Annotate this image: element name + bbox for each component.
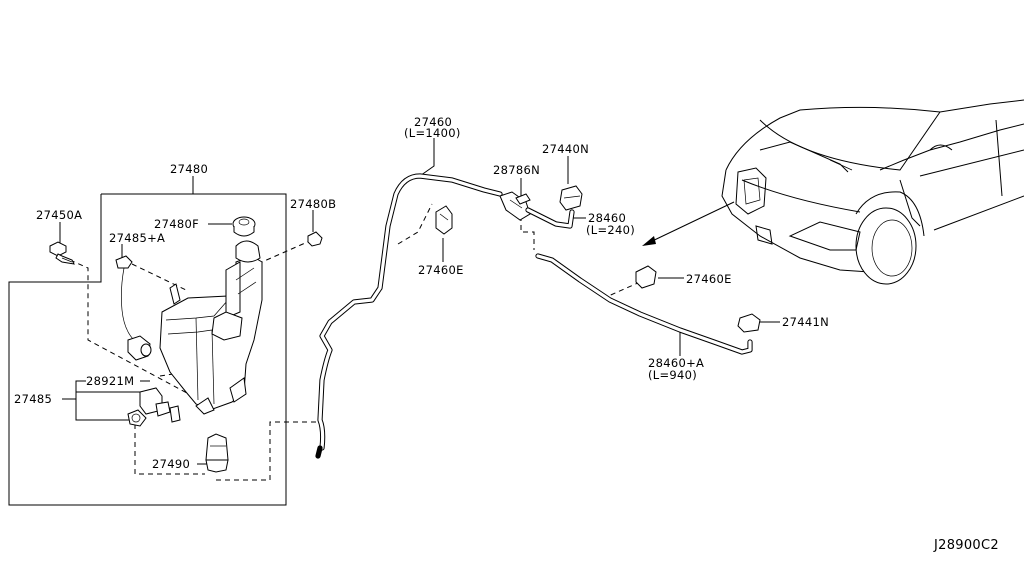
label-27450a: 27450A bbox=[36, 208, 82, 222]
label-28460a: 28460+A bbox=[648, 356, 704, 370]
label-27480f: 27480F bbox=[154, 217, 199, 231]
dashed-connections bbox=[69, 203, 641, 481]
label-27460e-upper: 27460E bbox=[418, 263, 464, 277]
label-27440n: 27440N bbox=[542, 142, 589, 156]
washer-nozzle bbox=[559, 185, 583, 211]
bolt bbox=[49, 241, 75, 265]
leader-lines bbox=[59, 138, 780, 465]
label-28460-length: (L=240) bbox=[586, 223, 635, 237]
label-27485a: 27485+A bbox=[109, 231, 165, 245]
label-28460: 28460 bbox=[588, 211, 626, 225]
part-labels: 27480 27450A 27480F 27480B 27485+A 28921… bbox=[14, 115, 999, 553]
diagram-code: J28900C2 bbox=[933, 538, 999, 553]
tank-clip bbox=[307, 231, 323, 247]
label-27460-length: (L=1400) bbox=[404, 126, 461, 140]
hose-clip-upper bbox=[435, 205, 453, 235]
label-27480b: 27480B bbox=[290, 197, 336, 211]
hose-clip-lower bbox=[635, 265, 657, 289]
filler-cap bbox=[232, 216, 256, 237]
location-arrow bbox=[642, 201, 735, 246]
nozzle-hose-long bbox=[535, 253, 753, 355]
washer-tank bbox=[159, 240, 263, 415]
label-27480: 27480 bbox=[170, 162, 208, 176]
pump-grommet bbox=[205, 433, 229, 473]
label-28460a-length: (L=940) bbox=[648, 368, 697, 382]
label-28921m: 28921M bbox=[86, 374, 134, 388]
level-sensor bbox=[115, 255, 152, 361]
label-27441n: 27441N bbox=[782, 315, 829, 329]
washer-nozzle-secondary bbox=[737, 313, 761, 333]
label-27460e-lower: 27460E bbox=[686, 272, 732, 286]
label-27490: 27490 bbox=[152, 457, 190, 471]
hose-connector bbox=[499, 191, 531, 221]
washer-pump bbox=[127, 387, 181, 427]
vehicle-outline bbox=[721, 99, 1024, 285]
label-27485: 27485 bbox=[14, 392, 52, 406]
label-27460: 27460 bbox=[414, 115, 452, 129]
reference-frame bbox=[8, 193, 287, 506]
main-washer-hose bbox=[315, 173, 503, 459]
label-28786n: 28786N bbox=[493, 163, 540, 177]
nozzle-hose-short bbox=[525, 207, 575, 229]
